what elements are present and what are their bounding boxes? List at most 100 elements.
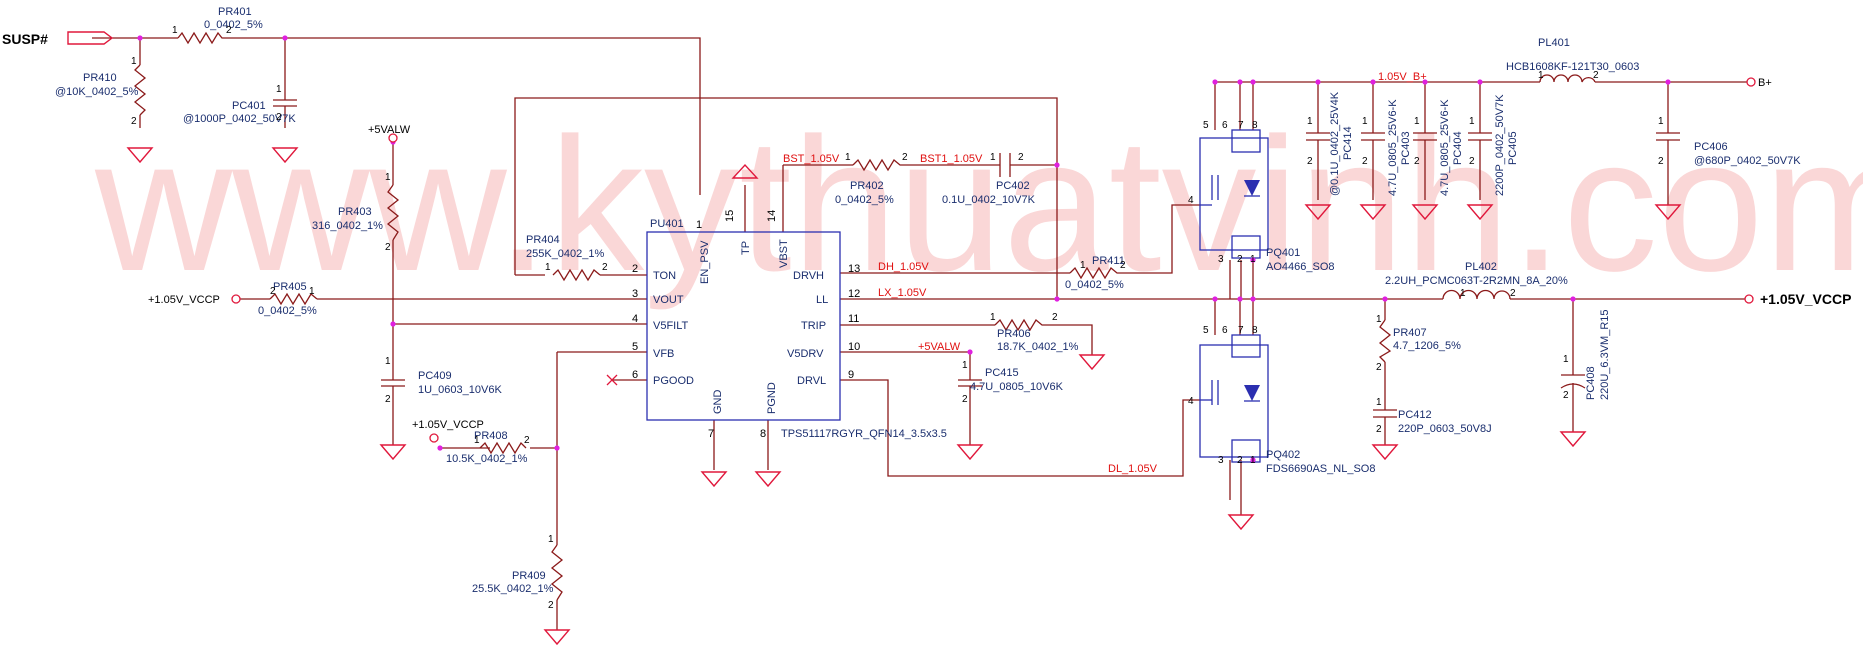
svg-text:1: 1 [1250,254,1256,265]
pr407-val: 4.7_1206_5% [1393,340,1461,352]
svg-text:2: 2 [524,435,530,446]
vccp-in2-port-label: +1.05V_VCCP [412,419,484,431]
pc409-plates [381,368,405,395]
vccp-out-port-label: +1.05V_VCCP [1760,291,1851,307]
pr401-ref: PR401 [218,6,252,18]
svg-text:1: 1 [545,262,551,273]
pin-name: EN_PSV [699,240,711,284]
svg-text:2: 2 [1563,390,1569,401]
svg-text:4: 4 [1188,396,1194,407]
svg-text:1: 1 [1362,116,1368,127]
pc412-val: 220P_0603_50V8J [1398,423,1492,435]
svg-text:2: 2 [1052,312,1058,323]
pc408-ref: PC408 [1585,366,1597,400]
pr409-zigzag [550,544,564,601]
component-labels: PR401 0_0402_5% PR410 @10K_0402_5% PC401… [55,6,1801,595]
svg-text:1: 1 [131,56,137,67]
svg-text:2: 2 [548,600,554,611]
svg-text:1: 1 [990,312,996,323]
pr405-zigzag [269,292,318,306]
pq401-body [1199,137,1269,251]
pc415-ref: PC415 [985,367,1019,379]
svg-text:1: 1 [1414,116,1420,127]
svg-text:1: 1 [962,360,968,371]
pc405-plates [1468,125,1492,150]
pl401-val: HCB1608KF-121T30_0603 [1506,61,1639,73]
capacitor-symbols [273,80,1680,425]
svg-text:3: 3 [1218,254,1224,265]
svg-text:2: 2 [1237,254,1243,265]
svg-text:5: 5 [1203,325,1209,336]
pin-num: 12 [848,288,860,300]
pin-name: DRVH [793,270,824,282]
svg-text:2: 2 [1376,424,1382,435]
pin-num: 5 [632,341,638,353]
watermark-text: www.kythuatvinh.com [94,99,1863,311]
svg-text:6: 6 [1222,120,1228,131]
ic-ref: PU401 [650,218,684,230]
svg-text:1: 1 [1460,288,1466,299]
svg-text:7: 7 [1238,120,1244,131]
pin-name: VBST [778,239,790,268]
pq401-mosfet [1199,129,1269,259]
resistor-symbols [133,31,1392,601]
pr411-zigzag [1069,266,1122,280]
pl401-ref: PL401 [1538,37,1570,49]
svg-text:1: 1 [1469,116,1475,127]
pc409-ref: PC409 [418,370,452,382]
pr407-ref: PR407 [1393,327,1427,339]
pc405-ref: PC405 [1507,131,1519,165]
svg-text:1: 1 [1563,354,1569,365]
pc404-val: 4.7U_0805_25V6-K [1439,99,1451,196]
svg-text:1: 1 [1538,70,1544,81]
pin-name: VOUT [653,294,684,306]
pr404-ref: PR404 [526,234,560,246]
svg-text:2: 2 [1120,260,1126,271]
pin-num: 11 [848,313,859,325]
svg-text:1: 1 [1376,397,1382,408]
svg-text:1: 1 [1080,260,1086,271]
pin-name: GND [712,390,724,415]
svg-text:2: 2 [1510,288,1516,299]
pc414-ref: PC414 [1342,126,1354,160]
pin-num: 3 [632,288,638,300]
svg-text:2: 2 [602,262,608,273]
pc406-plates [1656,125,1680,150]
pc402-plates [999,153,1011,177]
net-dh: DH_1.05V [878,261,929,273]
pin-name: TON [653,270,676,282]
pin-num: 2 [632,263,638,275]
vccp-in2-port-icon [429,433,439,443]
pc409-val: 1U_0603_10V6K [418,384,502,396]
pc406-ref: PC406 [1694,141,1728,153]
svg-text:1: 1 [474,435,480,446]
pin-name: TRIP [801,320,826,332]
svg-text:1: 1 [385,356,391,367]
pc414-plates [1306,125,1330,150]
svg-text:7: 7 [1238,325,1244,336]
pr410-zigzag [133,64,147,116]
pr401-val: 0_0402_5% [204,19,263,31]
wires [92,37,1747,630]
pr409-ref: PR409 [512,570,546,582]
pc404-plates [1413,125,1437,150]
pr409-val: 25.5K_0402_1% [472,583,554,595]
svg-text:2: 2 [1362,156,1368,167]
svg-text:2: 2 [226,25,232,36]
svg-text:1: 1 [1250,455,1256,466]
pin-num: 13 [848,263,860,275]
pc401-ref: PC401 [232,100,266,112]
pin-num: 14 [766,210,778,222]
pin-num: 7 [708,428,714,440]
pc401-val: @1000P_0402_50V7K [183,113,296,125]
pc402-val: 0.1U_0402_10V7K [942,194,1036,206]
pc405-val: 2200P_0402_50V7K [1494,94,1506,196]
pq401-val: AO4466_SO8 [1266,261,1335,273]
pr408-val: 10.5K_0402_1% [446,453,528,465]
pu401-ic-body [646,231,841,421]
pc403-val: 4.7U_0805_25V6-K [1387,99,1399,196]
net-bst: BST_1.05V [783,153,840,165]
pq401-ref: PQ401 [1266,247,1300,259]
net-labels: BST_1.05V BST1_1.05V DH_1.05V LX_1.05V D… [783,71,1427,475]
